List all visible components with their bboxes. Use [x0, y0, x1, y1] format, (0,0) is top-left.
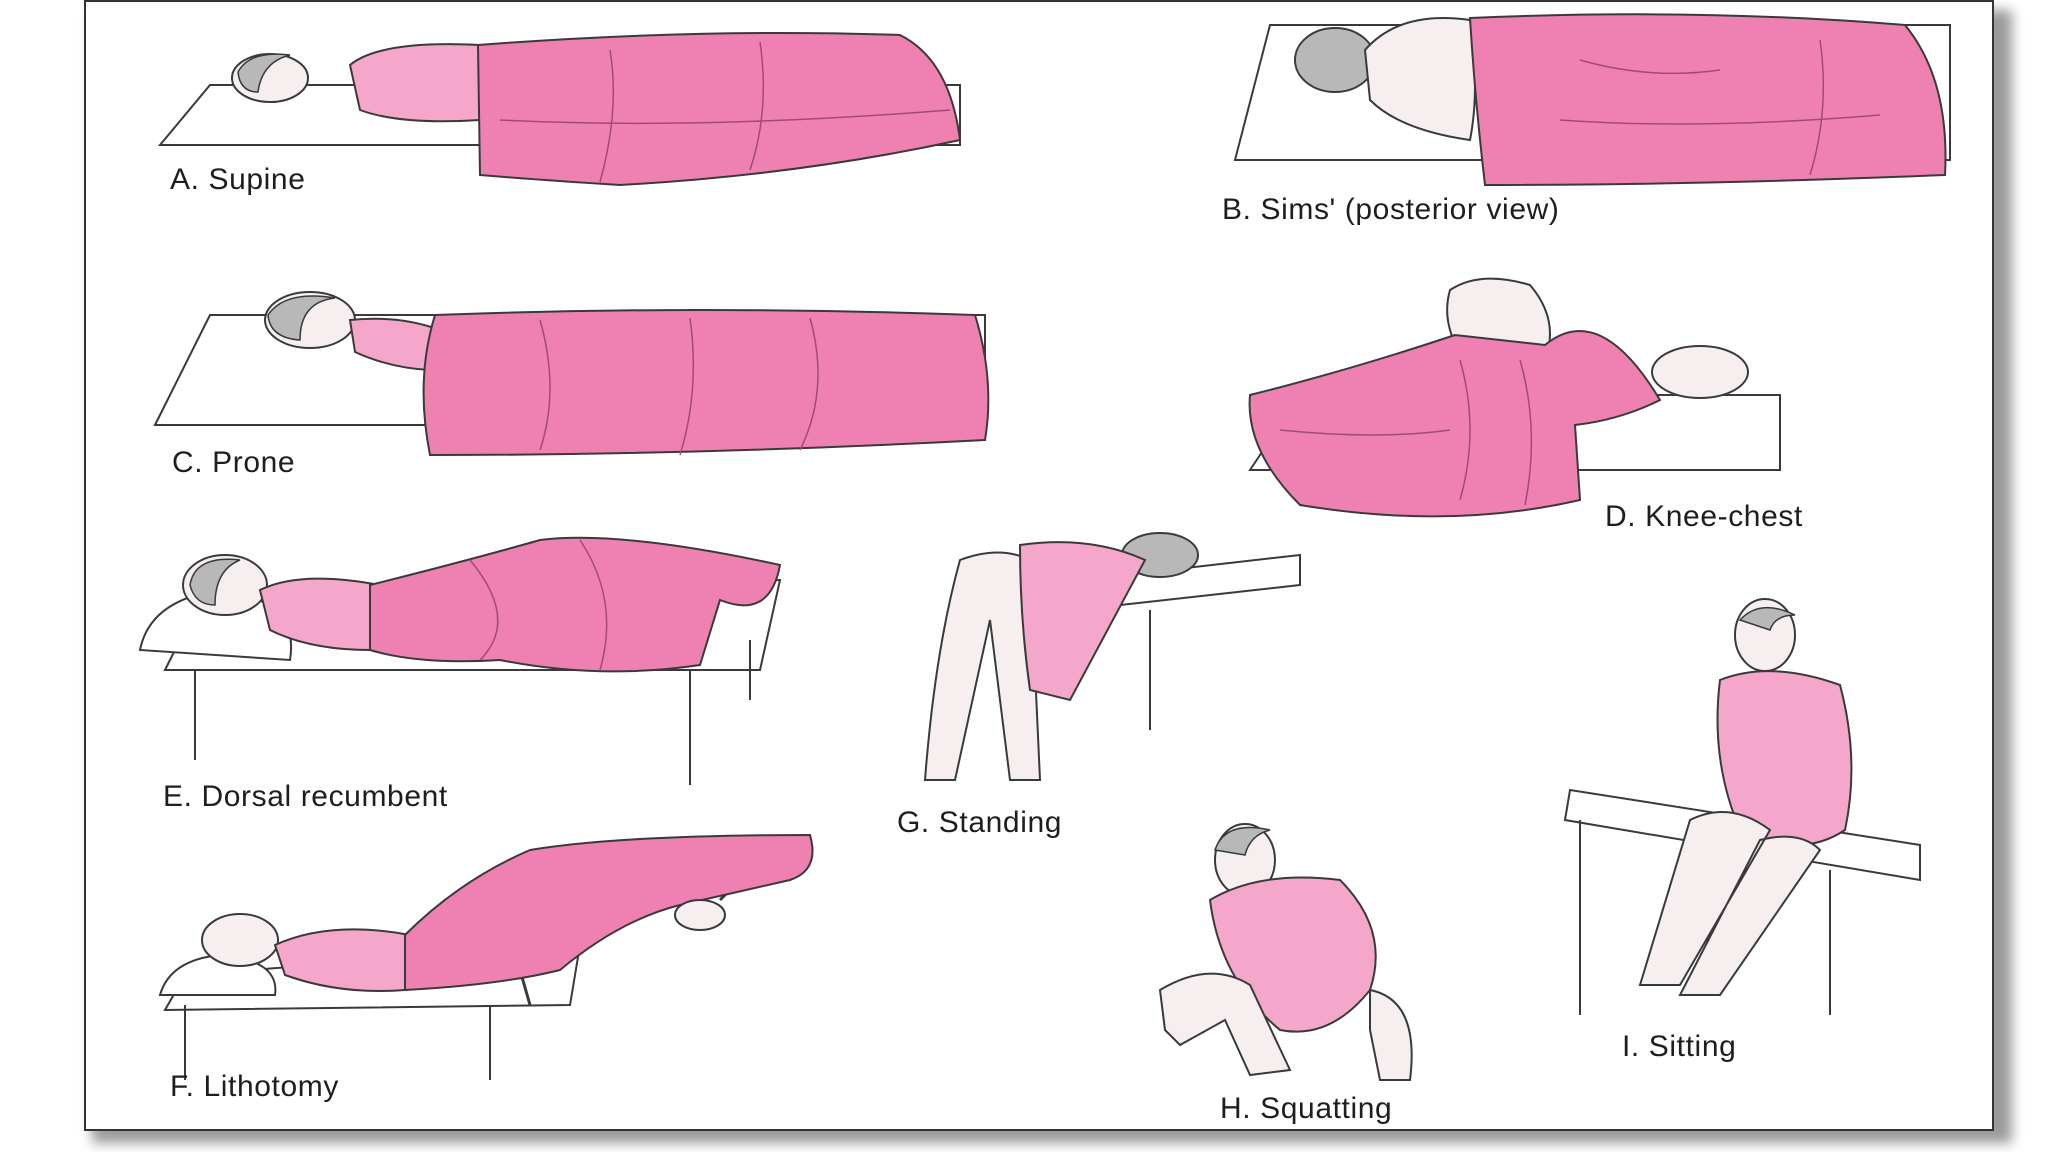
drape [476, 31, 962, 187]
caption-prone: C. Prone [172, 446, 296, 479]
caption-knee-chest: D. Knee-chest [1605, 500, 1803, 533]
patient-gown [348, 43, 481, 123]
panel-c-prone-illustration [153, 291, 990, 457]
drape [369, 536, 782, 673]
patient-gown [1018, 541, 1147, 702]
drape [1248, 330, 1662, 518]
caption-sitting: I. Sitting [1622, 1030, 1737, 1063]
drape-folds [539, 317, 819, 456]
drape-folds [1559, 39, 1881, 176]
drape [1468, 13, 1947, 187]
patient-legs [1158, 972, 1413, 1081]
caption-dorsal-recumbent: E. Dorsal recumbent [163, 780, 448, 813]
drape-folds [1279, 359, 1533, 506]
caption-sims-posterior-view: B. Sims' (posterior view) [1222, 193, 1560, 226]
panel-f-lithotomy-illustration [158, 833, 814, 1080]
caption-standing: G. Standing [897, 806, 1063, 839]
drape [404, 833, 814, 992]
caption-lithotomy: F. Lithotomy [170, 1070, 339, 1103]
panel-d-knee-chest-illustration [1248, 277, 1781, 518]
patient-gown [1716, 670, 1853, 846]
patient-hair [1214, 826, 1271, 856]
patient-legs [923, 551, 1042, 781]
panel-h-squatting-illustration [1158, 823, 1413, 1081]
panel-a-supine-illustration [157, 31, 962, 187]
panel-g-standing-illustration [923, 532, 1301, 781]
caption-supine: A. Supine [170, 163, 306, 196]
drape-folds [499, 41, 951, 183]
drape [422, 309, 990, 457]
patient-foot [674, 899, 726, 931]
patient-head [1651, 345, 1749, 399]
panel-b-sims-illustration [1233, 13, 1951, 187]
panel-i-sitting-illustration [1563, 598, 1921, 1015]
patient-head [1294, 27, 1376, 93]
patient-hair [267, 295, 336, 341]
caption-squatting: H. Squatting [1220, 1092, 1393, 1125]
patient-hair [237, 53, 291, 93]
patient-head [201, 913, 279, 967]
drape-folds [469, 539, 608, 671]
patient-hair [1738, 606, 1796, 631]
panel-e-dorsal-recumbent-illustration [138, 536, 782, 785]
patient-legs [1638, 811, 1822, 996]
patient-hair [189, 558, 241, 606]
